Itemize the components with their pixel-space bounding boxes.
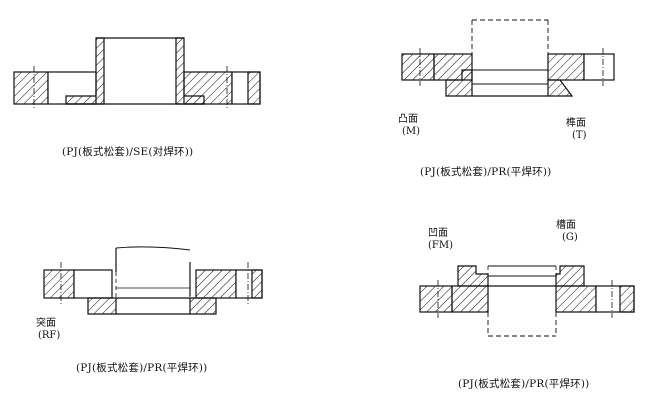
caption-pj-se: (PJ(板式松套)/SE(对焊环)) xyxy=(62,146,194,158)
figure-pj-pr-rf xyxy=(43,246,263,315)
weld-ring-right xyxy=(189,297,217,315)
label-groove-code: (G) xyxy=(562,232,578,243)
label-raised-face: 突面 xyxy=(36,318,56,329)
caption-pj-pr-rf: (PJ(板式松套)/PR(平焊环)) xyxy=(76,362,208,374)
weld-ring-left xyxy=(457,265,489,287)
label-convex-code: (M) xyxy=(402,126,421,137)
label-tongue-code: (T) xyxy=(572,130,587,141)
figure-pj-pr-mt xyxy=(401,19,615,97)
label-female-face: 凹面 xyxy=(428,228,448,239)
label-tongue-face: 榫面 xyxy=(566,118,586,129)
flange-plate-left xyxy=(43,269,75,299)
flange-plate-right xyxy=(555,285,597,313)
flange-plate-left xyxy=(419,285,453,313)
caption-pj-pr-mt: (PJ(板式松套)/PR(平焊环)) xyxy=(420,166,552,178)
flange-plate-left xyxy=(401,53,435,81)
flange-plate-right xyxy=(195,269,237,299)
label-convex-face: 凸面 xyxy=(398,114,418,125)
flange-plate-left xyxy=(13,71,49,105)
flange-plate-right xyxy=(547,53,585,81)
label-raised-code: (RF) xyxy=(38,330,61,341)
weld-ring-left xyxy=(87,297,117,315)
figure-pj-se xyxy=(13,37,261,110)
label-groove-face: 槽面 xyxy=(556,220,576,231)
caption-pj-pr-fmg: (PJ(板式松套)/PR(平焊环)) xyxy=(458,378,590,390)
figure-pj-pr-fmg xyxy=(419,265,635,337)
weld-ring-right xyxy=(547,79,574,97)
label-female-code: (FM) xyxy=(428,240,453,251)
weld-ring-right xyxy=(555,265,585,287)
